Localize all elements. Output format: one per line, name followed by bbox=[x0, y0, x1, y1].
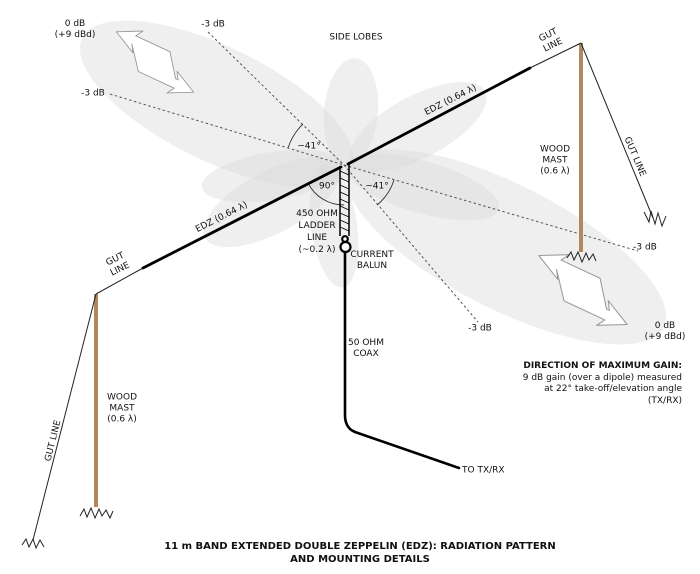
coax-ohms-text: 50 OHM bbox=[348, 338, 384, 348]
angle-arc-41-upper bbox=[287, 123, 304, 149]
side-lobe-top bbox=[323, 58, 379, 166]
max-gain-arrow-upper-left bbox=[115, 30, 195, 94]
mast-length-text: (0.6 λ) bbox=[540, 166, 570, 177]
ladder-ohms-text: 450 OHM bbox=[296, 209, 338, 219]
right-angle-label: 90° bbox=[319, 181, 335, 192]
balun-text: BALUN bbox=[356, 261, 388, 271]
mast-length-text: (0.6 λ) bbox=[107, 414, 137, 425]
minus3db-dashed-lines bbox=[109, 31, 639, 323]
angle-arc-41-right bbox=[376, 179, 395, 206]
wood-mast-label-left: WOOD MAST (0.6 λ) bbox=[107, 393, 137, 426]
minus3db-label-bottom: -3 dB bbox=[468, 323, 492, 334]
wood-mast-label-right: WOOD MAST (0.6 λ) bbox=[540, 145, 570, 178]
guy-line-right-upper bbox=[529, 42, 582, 69]
coax-line bbox=[343, 251, 461, 470]
mast-text: MAST bbox=[109, 403, 135, 414]
minus3db-label-left: -3 dB bbox=[81, 88, 105, 99]
ladder-line-feeder bbox=[339, 164, 350, 236]
current-text: CURRENT bbox=[350, 250, 394, 260]
minus3db-line-upper-steep bbox=[207, 31, 345, 166]
gain-0db-text: 0 dB bbox=[64, 19, 86, 29]
gain-label-lower-right: 0 dB (+9 dBd) bbox=[645, 321, 686, 343]
wood-masts bbox=[94, 43, 583, 507]
guy-line-left-steep bbox=[32, 293, 97, 541]
edz-wires bbox=[141, 66, 532, 270]
guy-line-right-steep bbox=[580, 42, 654, 219]
ladder-length-text: (~0.2 λ) bbox=[298, 245, 336, 255]
ground-symbol-left-mast bbox=[79, 506, 114, 520]
ground-symbol-right-mast bbox=[566, 250, 597, 264]
ground-symbols bbox=[21, 210, 667, 550]
gain-label-upper-left: 0 dB (+9 dBd) bbox=[55, 19, 96, 41]
max-gain-arrow-lower-right bbox=[538, 254, 628, 326]
coax-text: COAX bbox=[353, 349, 379, 359]
to-txrx-label: TO TX/RX bbox=[462, 465, 505, 476]
minus3db-line-upper-shallow bbox=[109, 93, 345, 166]
gain-0db-text: 0 dB bbox=[654, 321, 676, 331]
ladder-text: LADDER bbox=[298, 221, 336, 231]
ladder-line-rungs bbox=[339, 170, 350, 232]
max-gain-note-line2: 9 dB gain (over a dipole) measured bbox=[522, 372, 682, 383]
diagram-title-line2: AND MOUNTING DETAILS bbox=[290, 554, 430, 565]
max-gain-note: DIRECTION OF MAXIMUM GAIN: 9 dB gain (ov… bbox=[523, 361, 682, 407]
beamwidth-label-right: ~41° bbox=[365, 181, 389, 192]
diagram-title: 11 m BAND EXTENDED DOUBLE ZEPPELIN (EDZ)… bbox=[164, 540, 556, 566]
beamwidth-label-upper: ~41° bbox=[297, 141, 321, 152]
minus3db-line-lower-shallow bbox=[343, 164, 639, 252]
guy-line-left-upper bbox=[95, 267, 144, 295]
coax-label: 50 OHM COAX bbox=[348, 338, 384, 360]
minus3db-line-lower-steep bbox=[343, 164, 479, 323]
minus3db-label-right: -3 dB bbox=[633, 242, 657, 253]
side-lobes-label: SIDE LOBES bbox=[329, 32, 383, 43]
guy-lines bbox=[32, 42, 654, 541]
diagram-title-line1: 11 m BAND EXTENDED DOUBLE ZEPPELIN (EDZ)… bbox=[164, 541, 556, 552]
ground-symbol-right-guy-anchor bbox=[643, 210, 667, 228]
ground-symbol-left-guy-anchor bbox=[21, 537, 45, 550]
wood-text: WOOD bbox=[540, 144, 570, 155]
max-gain-note-title: DIRECTION OF MAXIMUM GAIN: bbox=[523, 361, 682, 371]
side-lobe-right bbox=[344, 153, 500, 221]
max-gain-arrows bbox=[115, 30, 628, 326]
ladder-line-text: LINE bbox=[306, 233, 328, 243]
edz-wire-right bbox=[346, 66, 532, 166]
side-lobe-left bbox=[201, 149, 345, 203]
edz-wire-left bbox=[141, 165, 343, 270]
mast-text: MAST bbox=[542, 155, 568, 166]
max-gain-note-line3: at 22° take-off/elevation angle bbox=[544, 384, 682, 394]
wood-text: WOOD bbox=[107, 392, 137, 403]
current-balun-symbol bbox=[339, 235, 352, 254]
gain-9dbd-text: (+9 dBd) bbox=[644, 332, 686, 342]
minus3db-label-top: -3 dB bbox=[201, 19, 225, 30]
gain-9dbd-text: (+9 dBd) bbox=[54, 30, 96, 40]
max-gain-note-line4: (TX/RX) bbox=[647, 395, 682, 406]
ladder-line-label: 450 OHM LADDER LINE (~0.2 λ) bbox=[296, 208, 338, 256]
current-balun-label: CURRENT BALUN bbox=[350, 250, 393, 272]
balun-loop-large bbox=[339, 240, 352, 254]
